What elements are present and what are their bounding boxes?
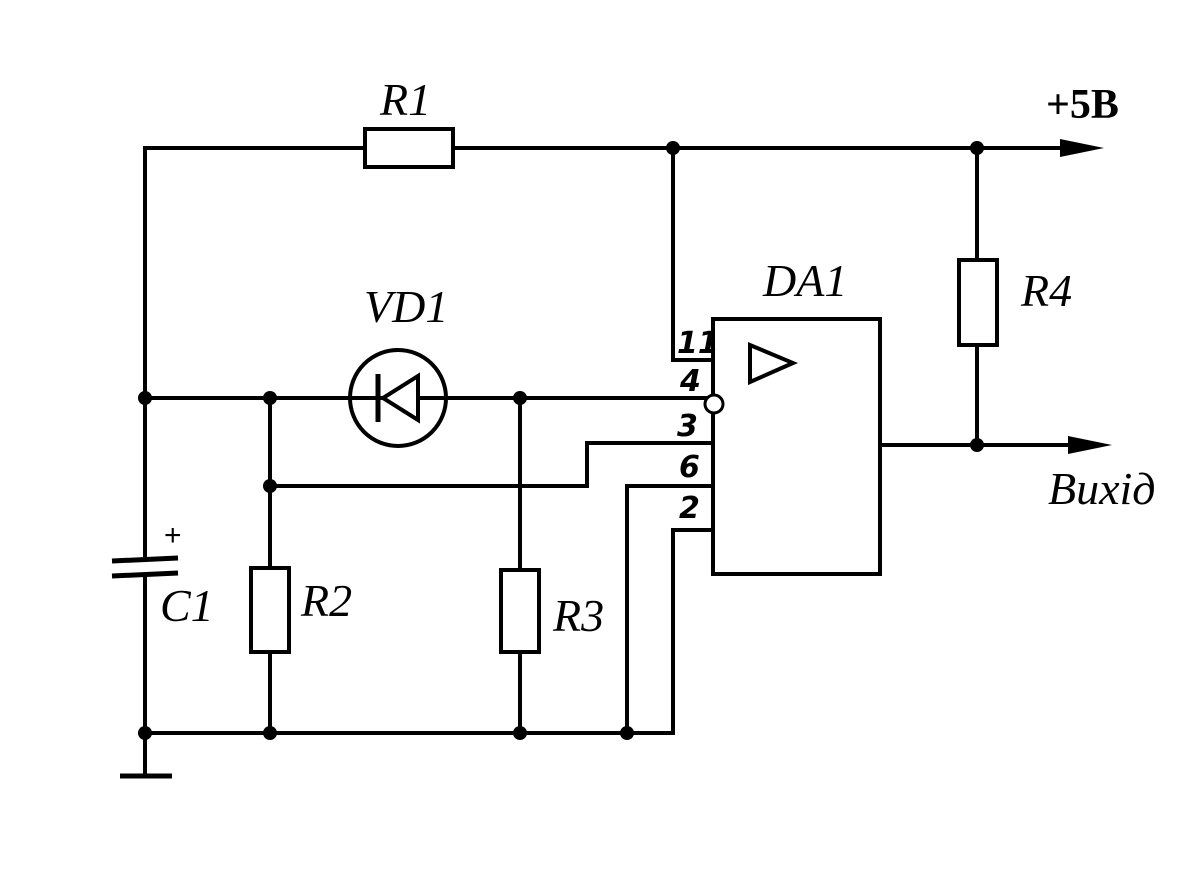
label-output: Bихід [1048,463,1156,514]
junction-dot [513,391,527,405]
capacitor-c1 [111,555,179,579]
resistor-r3 [499,568,541,654]
wires [143,146,1077,777]
junction-dot [138,391,152,405]
amplifier-triangle-icon [748,341,799,386]
label-supply: +5B [1046,82,1119,128]
output-arrow-icon [1068,436,1112,454]
label-vd1: VD1 [364,281,448,332]
pin-label-11: 11 [677,326,719,361]
resistor-r1 [363,127,455,169]
supply-arrow-icon [1060,139,1104,157]
junction-dot [970,141,984,155]
junction-dot [263,479,277,493]
opamp-da1 [703,317,882,576]
diode-vd1 [348,348,448,448]
pin-label-2: 2 [679,491,700,526]
wire-pin11 [671,146,715,362]
wire-pin6 [625,484,715,735]
pin-label-6: 6 [679,450,700,485]
junction-dot [138,726,152,740]
junction-dot [620,726,634,740]
wire-pin3 [268,441,715,488]
label-r4: R4 [1020,265,1072,316]
label-r2: R2 [300,575,352,626]
junction-dot [263,391,277,405]
junction-dot [513,726,527,740]
label-r1: R1 [379,74,431,125]
junction-dot [666,141,680,155]
resistor-r4 [957,258,999,347]
label-c1: C1 [160,580,214,631]
inverting-input-bubble-icon [703,393,725,415]
label-c1-polarity: + [164,519,182,552]
junction-dot [263,726,277,740]
label-r3: R3 [552,590,604,641]
pin-label-3: 3 [677,409,698,444]
junction-dot [970,438,984,452]
resistor-r2 [249,566,291,654]
wire-pin2 [671,528,715,735]
label-da1: DA1 [762,255,847,306]
pin-label-4: 4 [679,364,701,399]
junctions [138,141,984,740]
